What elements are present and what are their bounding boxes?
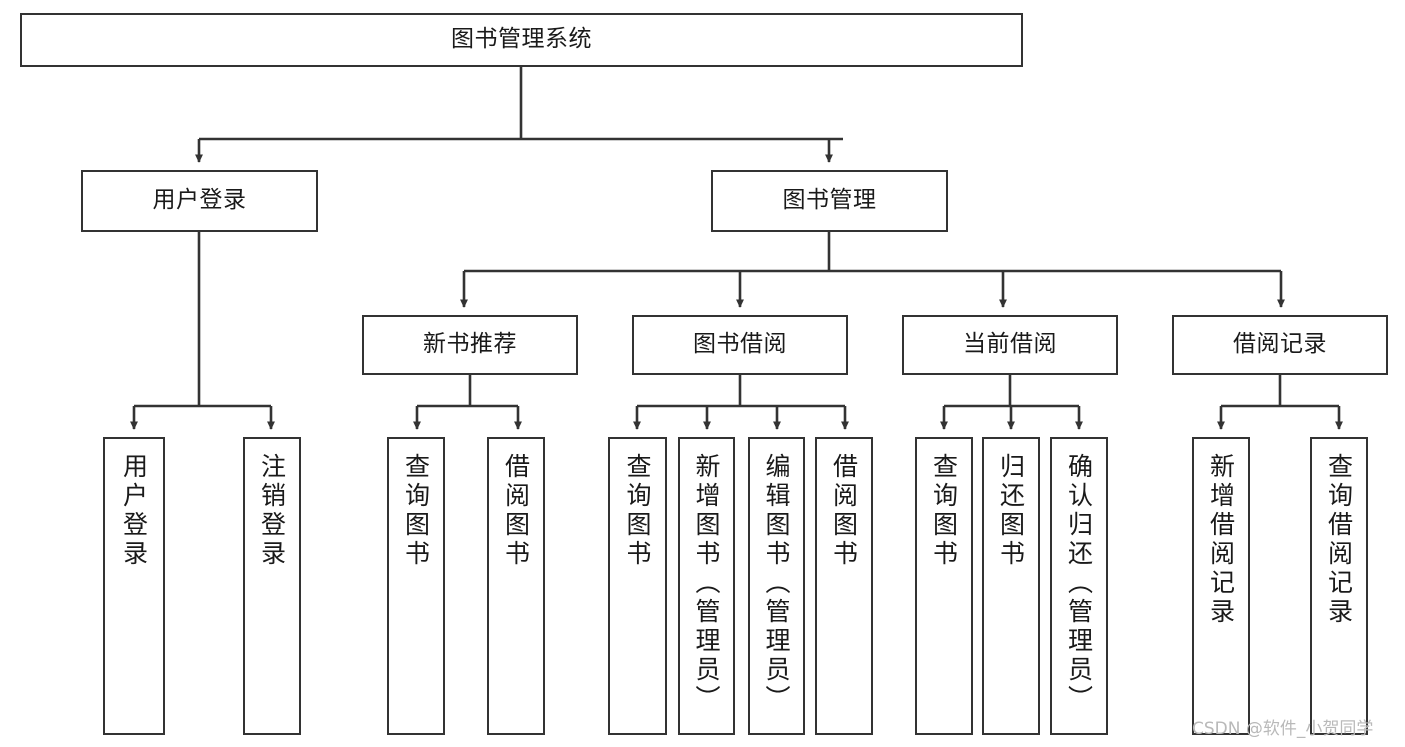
leaf-query-borrow-record[interactable]: 查询借阅记录 xyxy=(1310,437,1368,735)
node-user-login[interactable]: 用户登录 xyxy=(81,170,318,232)
node-book-borrow[interactable]: 图书借阅 xyxy=(632,315,848,375)
leaf-borrow-book-borrow[interactable]: 借阅图书 xyxy=(815,437,873,735)
leaf-user-login-label: 用户登录 xyxy=(119,453,149,569)
leaf-query-book-current[interactable]: 查询图书 xyxy=(915,437,973,735)
leaf-borrow-book-recommend-label: 借阅图书 xyxy=(501,453,531,569)
leaf-return-book[interactable]: 归还图书 xyxy=(982,437,1040,735)
node-root-system[interactable]: 图书管理系统 xyxy=(20,13,1023,67)
node-new-book-recommend[interactable]: 新书推荐 xyxy=(362,315,578,375)
leaf-edit-book-admin[interactable]: 编辑图书（管理员） xyxy=(748,437,805,735)
leaf-return-book-label: 归还图书 xyxy=(996,453,1026,569)
leaf-query-book-borrow[interactable]: 查询图书 xyxy=(608,437,667,735)
leaf-add-book-admin[interactable]: 新增图书（管理员） xyxy=(678,437,735,735)
node-book-management-label: 图书管理 xyxy=(782,187,877,214)
node-current-borrow[interactable]: 当前借阅 xyxy=(902,315,1118,375)
node-new-book-recommend-label: 新书推荐 xyxy=(423,331,517,358)
node-borrow-record-label: 借阅记录 xyxy=(1233,331,1327,358)
leaf-edit-book-admin-label: 编辑图书（管理员） xyxy=(762,453,791,714)
leaf-user-login[interactable]: 用户登录 xyxy=(103,437,165,735)
node-borrow-record[interactable]: 借阅记录 xyxy=(1172,315,1388,375)
node-book-management[interactable]: 图书管理 xyxy=(711,170,948,232)
node-book-borrow-label: 图书借阅 xyxy=(693,331,787,358)
node-user-login-label: 用户登录 xyxy=(152,187,247,214)
leaf-logout[interactable]: 注销登录 xyxy=(243,437,301,735)
leaf-logout-label: 注销登录 xyxy=(257,453,287,569)
leaf-borrow-book-borrow-label: 借阅图书 xyxy=(829,453,859,569)
leaf-confirm-return-admin-label: 确认归还（管理员） xyxy=(1064,453,1094,714)
leaf-query-book-recommend[interactable]: 查询图书 xyxy=(387,437,445,735)
leaf-borrow-book-recommend[interactable]: 借阅图书 xyxy=(487,437,545,735)
leaf-confirm-return-admin[interactable]: 确认归还（管理员） xyxy=(1050,437,1108,735)
leaf-query-borrow-record-label: 查询借阅记录 xyxy=(1324,453,1354,627)
leaf-add-borrow-record[interactable]: 新增借阅记录 xyxy=(1192,437,1250,735)
leaf-add-book-admin-label: 新增图书（管理员） xyxy=(692,453,721,714)
leaf-query-book-current-label: 查询图书 xyxy=(929,453,959,569)
leaf-query-book-borrow-label: 查询图书 xyxy=(623,453,652,569)
csdn-watermark: CSDN @软件_小贺同学 xyxy=(1192,719,1374,739)
leaf-add-borrow-record-label: 新增借阅记录 xyxy=(1206,453,1236,627)
leaf-query-book-recommend-label: 查询图书 xyxy=(401,453,431,569)
node-root-system-label: 图书管理系统 xyxy=(451,26,592,53)
node-current-borrow-label: 当前借阅 xyxy=(963,331,1057,358)
